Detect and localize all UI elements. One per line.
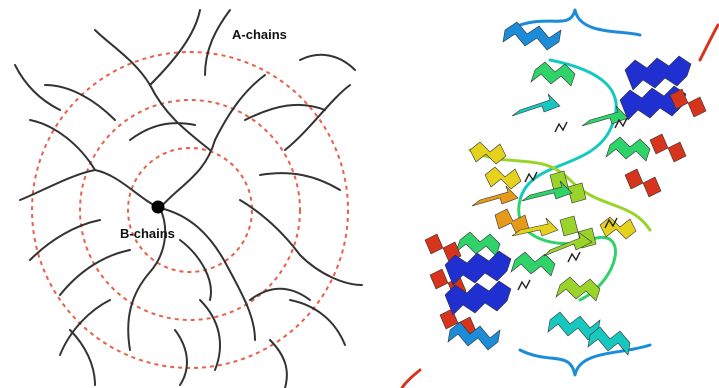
protein-ribbon-structure (400, 0, 719, 388)
helix (485, 167, 521, 189)
loop-right-tail (700, 25, 718, 60)
helix (456, 232, 500, 256)
a-chain (215, 75, 265, 140)
a-chain (300, 55, 355, 70)
helix (556, 277, 600, 301)
side-chain (555, 122, 567, 132)
growth-ring-inner (128, 148, 252, 272)
a-chain (15, 65, 60, 110)
a-chains-label: A-chains (232, 27, 287, 42)
a-chain (60, 250, 130, 295)
loop-bottom (520, 345, 650, 375)
helix (445, 251, 511, 285)
a-chain (150, 10, 200, 85)
helix (470, 142, 506, 164)
a-chain (270, 340, 287, 388)
a-chain (260, 173, 340, 190)
helix (650, 134, 686, 162)
helix (511, 252, 555, 276)
side-chain (568, 252, 580, 262)
helix (550, 171, 586, 203)
helix (625, 169, 661, 197)
a-chain (245, 105, 325, 120)
a-chain (250, 289, 310, 300)
helix (625, 56, 691, 90)
a-chain (175, 330, 187, 385)
glucan-chains (15, 10, 362, 388)
a-chain (45, 85, 115, 120)
protein-ribbon-svg (400, 0, 719, 388)
b-chains-label: B-chains (120, 226, 175, 241)
a-chain (225, 262, 255, 340)
side-chain (518, 280, 530, 290)
a-chain (205, 10, 230, 75)
a-chain (285, 85, 350, 150)
a-chain (70, 330, 95, 385)
amylopectin-svg: A-chains B-chains (0, 0, 400, 388)
growth-rings (32, 52, 348, 368)
helix (606, 137, 650, 161)
amylopectin-cluster-diagram: A-chains B-chains (0, 0, 400, 388)
reducing-end-dot (152, 201, 165, 214)
helix (503, 22, 561, 50)
a-chain (130, 123, 195, 140)
a-chain (180, 240, 211, 300)
helix (445, 281, 511, 315)
a-chain (150, 85, 210, 150)
loop-left-tail (402, 370, 420, 388)
a-chain (200, 300, 220, 370)
b-chain (160, 140, 215, 208)
a-chain (290, 300, 345, 345)
beta-strand-arrow (512, 94, 560, 116)
a-chain (95, 30, 150, 85)
